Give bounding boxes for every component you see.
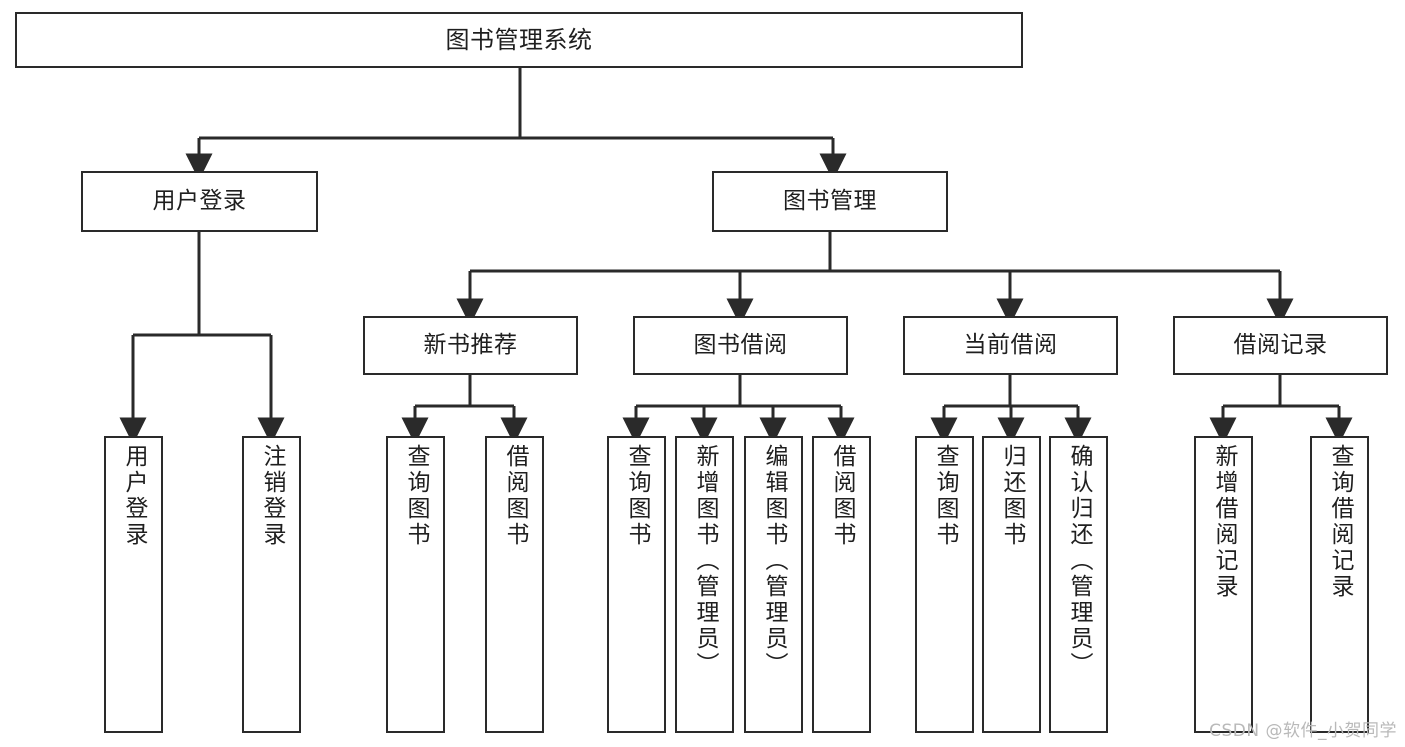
node-label: 图书管理系统 — [445, 25, 593, 54]
node-label: 图书管理 — [783, 187, 877, 214]
leaf-borrow-add-book-admin[interactable]: 新增图书（管理员） — [675, 436, 734, 733]
node-label: 查询图书 — [403, 444, 429, 548]
node-label: 新增借阅记录 — [1211, 444, 1237, 600]
leaf-recommend-query-book[interactable]: 查询图书 — [386, 436, 445, 733]
node-label: 注销登录 — [259, 444, 285, 548]
node-user-login[interactable]: 用户登录 — [81, 171, 318, 232]
node-borrow-record[interactable]: 借阅记录 — [1173, 316, 1388, 375]
leaf-user-login-logout[interactable]: 注销登录 — [242, 436, 301, 733]
leaf-current-confirm-return-admin[interactable]: 确认归还（管理员） — [1049, 436, 1108, 733]
leaf-borrow-edit-book-admin[interactable]: 编辑图书（管理员） — [744, 436, 803, 733]
leaf-current-return-book[interactable]: 归还图书 — [982, 436, 1041, 733]
node-label: 借阅图书 — [829, 444, 855, 548]
node-label: 查询图书 — [624, 444, 650, 548]
leaf-user-login-login[interactable]: 用户登录 — [104, 436, 163, 733]
leaf-current-query-book[interactable]: 查询图书 — [915, 436, 974, 733]
leaf-record-add-record[interactable]: 新增借阅记录 — [1194, 436, 1253, 733]
node-current-borrow[interactable]: 当前借阅 — [903, 316, 1118, 375]
leaf-borrow-query-book[interactable]: 查询图书 — [607, 436, 666, 733]
watermark: CSDN @软件_小贺同学 — [1209, 721, 1397, 741]
node-root-system[interactable]: 图书管理系统 — [15, 12, 1023, 68]
node-book-management[interactable]: 图书管理 — [712, 171, 948, 232]
node-label: 查询图书 — [932, 444, 958, 548]
node-label: 确认归还（管理员） — [1066, 444, 1092, 678]
node-label: 用户登录 — [152, 187, 247, 214]
node-label: 查询借阅记录 — [1327, 444, 1353, 600]
leaf-record-query-record[interactable]: 查询借阅记录 — [1310, 436, 1369, 733]
node-label: 借阅记录 — [1233, 331, 1328, 358]
node-new-book-recommend[interactable]: 新书推荐 — [363, 316, 578, 375]
node-label: 当前借阅 — [963, 331, 1058, 358]
leaf-recommend-borrow-book[interactable]: 借阅图书 — [485, 436, 544, 733]
node-label: 编辑图书（管理员） — [761, 444, 787, 678]
node-label: 归还图书 — [999, 444, 1025, 548]
node-book-borrow[interactable]: 图书借阅 — [633, 316, 848, 375]
node-label: 新增图书（管理员） — [692, 444, 718, 678]
node-label: 图书借阅 — [693, 331, 788, 358]
node-label: 新书推荐 — [423, 331, 518, 358]
leaf-borrow-borrow-book[interactable]: 借阅图书 — [812, 436, 871, 733]
node-label: 借阅图书 — [502, 444, 528, 548]
node-label: 用户登录 — [121, 444, 147, 548]
